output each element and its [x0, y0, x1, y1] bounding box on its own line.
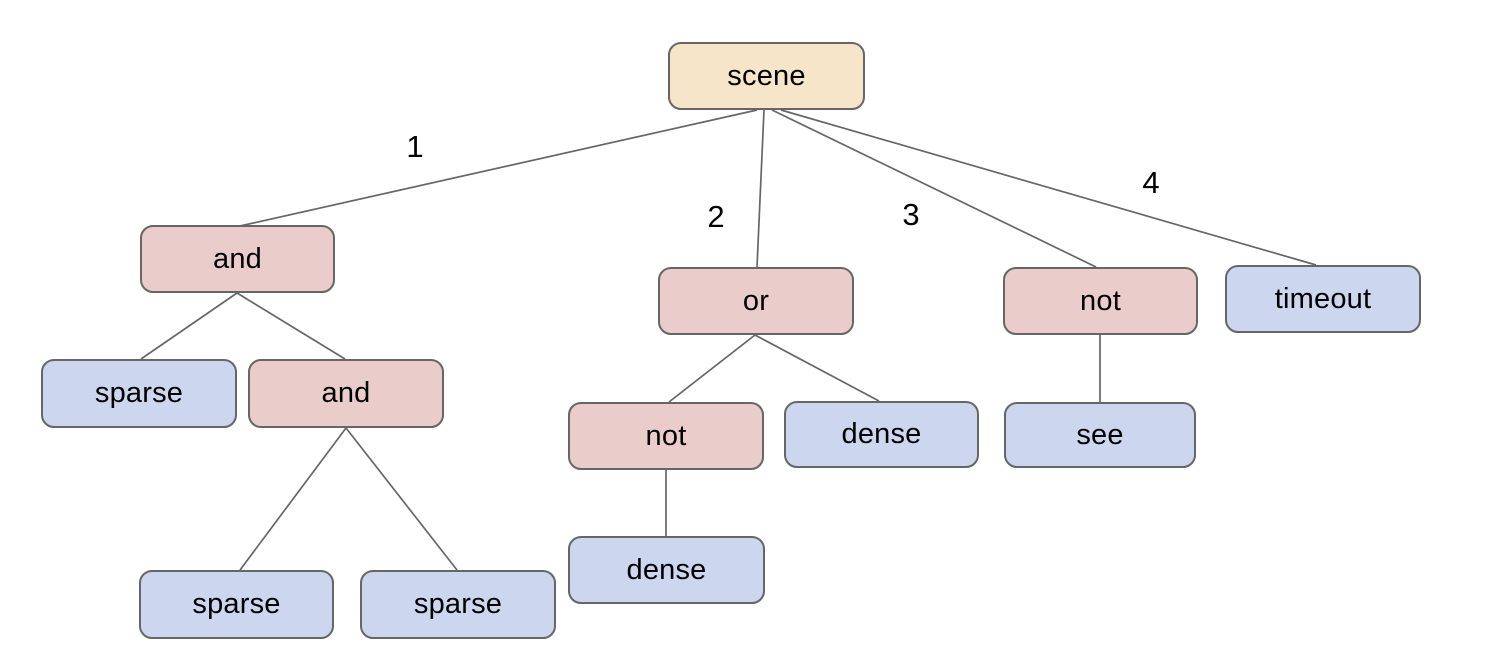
node-sparse-3: sparse [360, 570, 556, 639]
node-or-1: or [658, 267, 854, 335]
node-dense-1: dense [784, 401, 979, 468]
node-sparse-1: sparse [41, 359, 237, 428]
edge-scene-not [771, 109, 1097, 268]
edge-label-4: 4 [1142, 165, 1160, 200]
edge-scene-or [756, 109, 765, 268]
edge-scene-and [239, 109, 758, 227]
node-and-2: and [248, 359, 444, 428]
edge-label-1: 1 [406, 129, 424, 164]
edge-or-not [668, 334, 756, 403]
edge-and-and [236, 292, 346, 360]
edge-or-dense [754, 334, 880, 402]
edge-and2-sparse [239, 427, 347, 571]
edge-and-sparse [140, 292, 238, 360]
edge-label-2: 2 [707, 199, 725, 234]
node-see-1: see [1004, 402, 1196, 468]
node-not-2: not [568, 402, 764, 470]
node-and-1: and [140, 225, 335, 293]
edge-label-3: 3 [902, 197, 920, 232]
edge-and2-sparse2 [345, 427, 458, 571]
node-dense-2: dense [568, 536, 765, 604]
node-scene: scene [668, 42, 865, 110]
node-not-1: not [1003, 267, 1198, 335]
node-sparse-2: sparse [139, 570, 334, 639]
edge-scene-timeout [780, 109, 1317, 266]
node-timeout-1: timeout [1225, 265, 1421, 333]
